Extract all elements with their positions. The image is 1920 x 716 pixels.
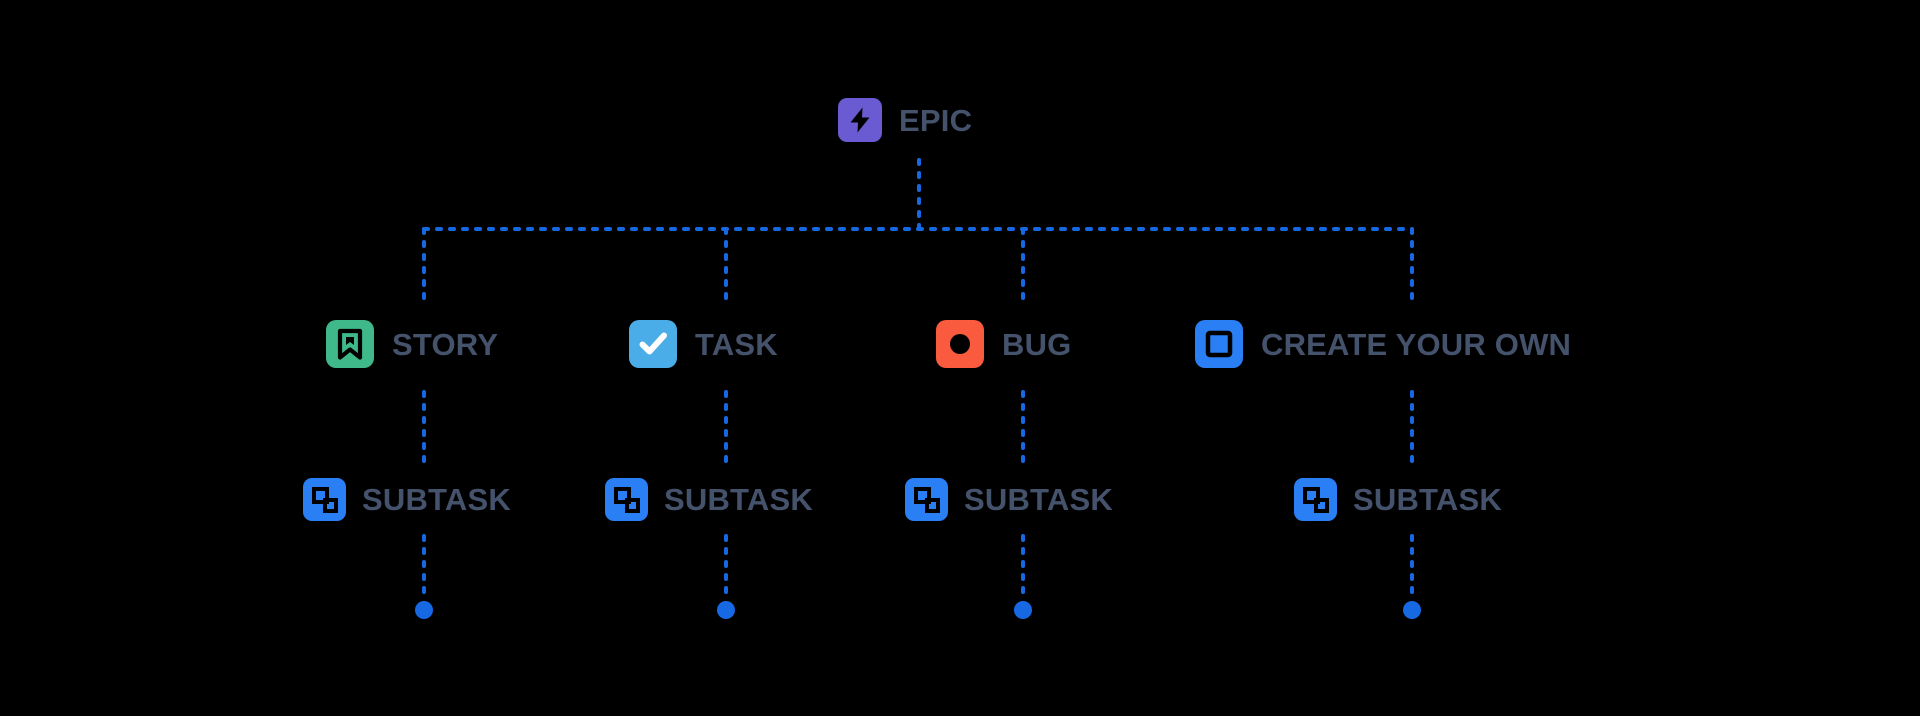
story-label: STORY [392,326,499,362]
create-your-own-square-icon [1195,320,1243,368]
node-task[interactable]: TASK [629,320,778,368]
node-subtask-story[interactable]: SUBTASK [303,478,511,521]
subtask-squares-icon [605,478,648,521]
subtask-squares-icon [303,478,346,521]
create-your-own-label: CREATE YOUR OWN [1261,326,1572,362]
node-create-your-own[interactable]: CREATE YOUR OWN [1195,320,1571,368]
subtask-label: SUBTASK [1353,482,1502,517]
subtask-label: SUBTASK [664,482,813,517]
task-label: TASK [695,326,778,362]
node-epic[interactable]: EPIC [838,98,972,142]
subtask-label: SUBTASK [362,482,511,517]
bug-label: BUG [1002,326,1072,362]
terminal-dot-1 [415,601,433,619]
node-bug[interactable]: BUG [936,320,1072,368]
epic-lightning-icon [838,98,882,142]
subtask-label: SUBTASK [964,482,1113,517]
bug-circle-icon [936,320,984,368]
node-subtask-create-your-own[interactable]: SUBTASK [1294,478,1502,521]
node-subtask-bug[interactable]: SUBTASK [905,478,1113,521]
story-bookmark-icon [326,320,374,368]
terminal-dot-3 [1014,601,1032,619]
subtask-squares-icon [1294,478,1337,521]
task-check-icon [629,320,677,368]
subtask-squares-icon [905,478,948,521]
epic-label: EPIC [899,102,973,138]
terminal-dot-4 [1403,601,1421,619]
node-subtask-task[interactable]: SUBTASK [605,478,813,521]
node-story[interactable]: STORY [326,320,498,368]
terminal-dot-2 [717,601,735,619]
